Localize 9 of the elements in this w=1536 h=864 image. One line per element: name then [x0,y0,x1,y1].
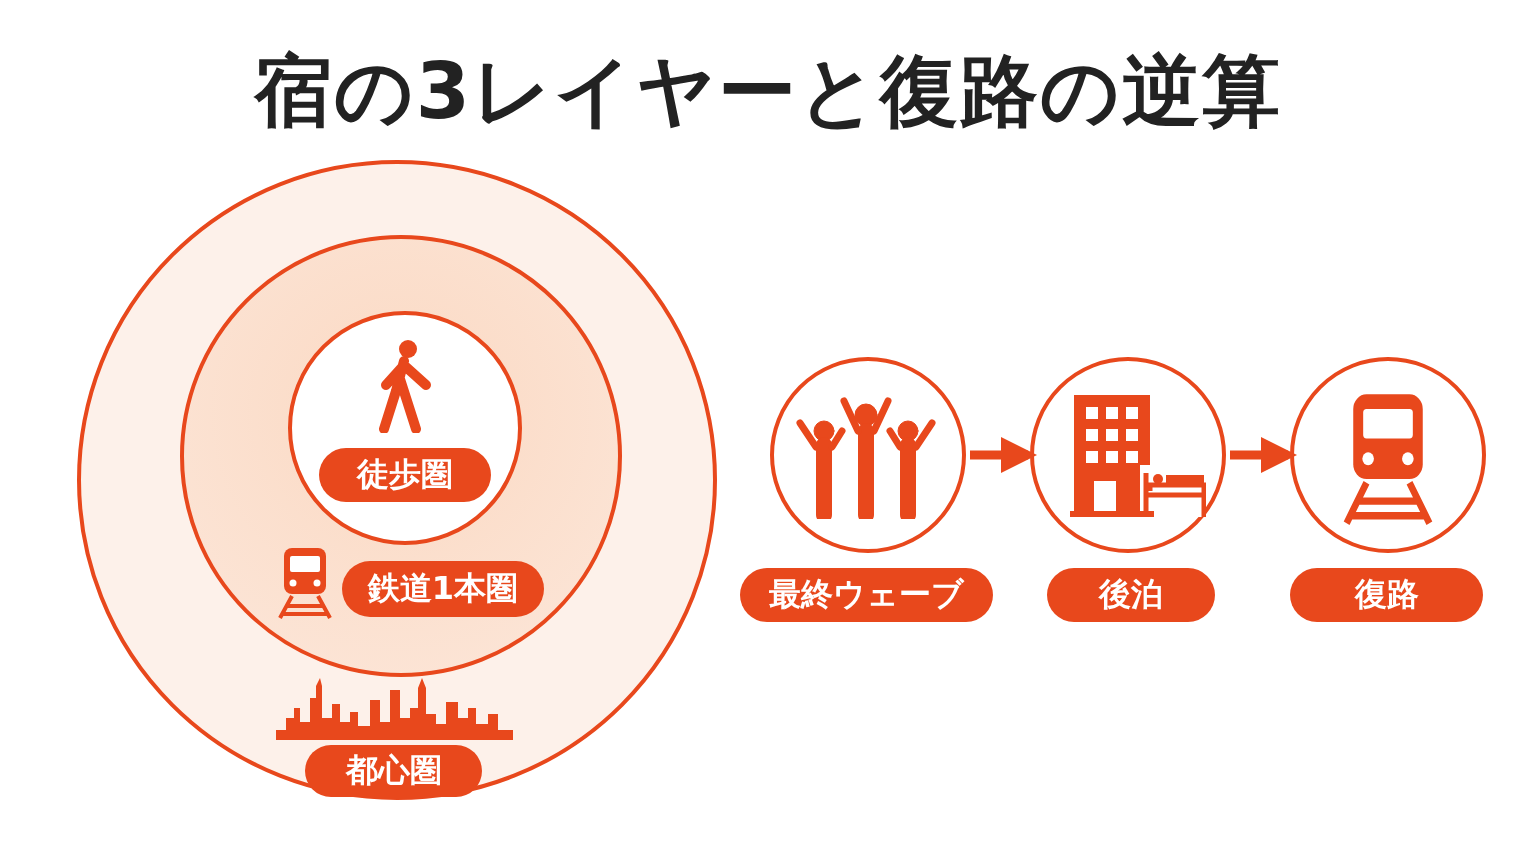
label-pill: 復路 [1290,568,1483,622]
label-pill: 徒歩圏 [319,448,491,502]
label-pill: 都心圏 [305,745,482,797]
label-pill: 後泊 [1047,568,1215,622]
title: 宿の3レイヤーと復路の逆算 [252,45,1284,138]
label-pill: 鉄道1本圏 [342,561,544,617]
label-pill: 最終ウェーブ [740,568,993,622]
arrow [970,437,1037,473]
arrow [1230,437,1297,473]
